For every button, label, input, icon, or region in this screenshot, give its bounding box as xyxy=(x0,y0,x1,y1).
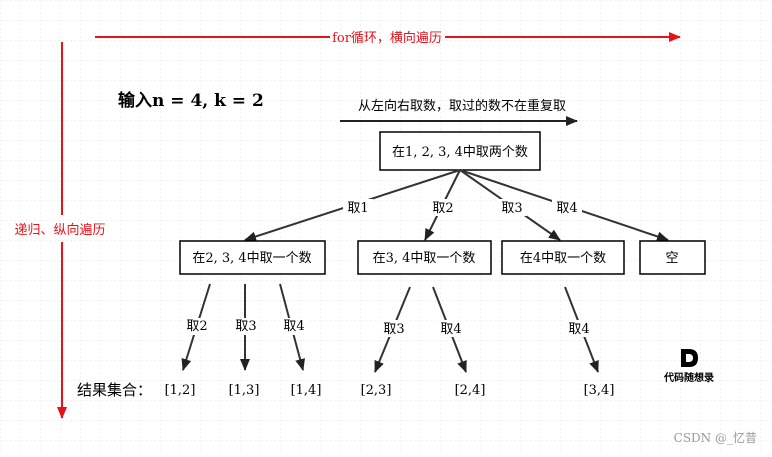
horizontal-traversal-label: for循环，横向遍历 xyxy=(332,30,442,46)
level1-node-4: 空 xyxy=(639,240,706,275)
svg-text:取3: 取3 xyxy=(383,322,404,337)
logo: 代码随想录 xyxy=(663,349,714,384)
level1-node-1-label: 在2, 3, 4中取一个数 xyxy=(192,251,311,266)
svg-text:取4: 取4 xyxy=(568,322,589,337)
svg-text:取2: 取2 xyxy=(432,201,453,216)
edge-label-3: 取3 xyxy=(497,199,527,216)
svg-text:取2: 取2 xyxy=(186,319,207,334)
edge-l2-label-4: 取3 xyxy=(380,320,408,337)
svg-text:取1: 取1 xyxy=(347,201,368,216)
level1-node-1: 在2, 3, 4中取一个数 xyxy=(179,240,326,275)
edge-l2-label-3: 取4 xyxy=(280,318,308,335)
result-4: [2,3] xyxy=(361,383,392,398)
edge-l2-label-1: 取2 xyxy=(183,318,211,335)
result-3: [1,4] xyxy=(291,383,322,398)
result-5: [2,4] xyxy=(455,383,486,398)
svg-text:取4: 取4 xyxy=(440,322,461,337)
edge-label-1: 取1 xyxy=(343,199,373,216)
result-label: 结果集合： xyxy=(77,381,152,399)
edge-l2-label-5: 取4 xyxy=(437,320,465,337)
result-6: [3,4] xyxy=(584,383,615,398)
edge-l2-label-6: 取4 xyxy=(565,320,593,337)
level1-node-4-label: 空 xyxy=(665,251,678,266)
logo-text: 代码随想录 xyxy=(663,371,714,384)
level1-node-3: 在4中取一个数 xyxy=(501,240,625,275)
root-node: 在1, 2, 3, 4中取两个数 xyxy=(379,131,541,171)
direction-label: 从左向右取数，取过的数不在重复取 xyxy=(358,98,566,114)
level1-node-2-label: 在3, 4中取一个数 xyxy=(373,251,476,266)
result-2: [1,3] xyxy=(229,383,260,398)
input-label: 输入n = 4, k = 2 xyxy=(118,90,264,111)
result-1: [1,2] xyxy=(165,383,196,398)
svg-text:取3: 取3 xyxy=(235,319,256,334)
watermark: CSDN @_忆昔 xyxy=(674,431,757,445)
vertical-traversal-label: 递归、纵向遍历 xyxy=(14,222,105,238)
logo-d-icon xyxy=(681,349,698,367)
level1-node-3-label: 在4中取一个数 xyxy=(520,251,606,266)
svg-text:取4: 取4 xyxy=(283,319,304,334)
edge-label-2: 取2 xyxy=(428,199,458,216)
root-node-label: 在1, 2, 3, 4中取两个数 xyxy=(392,145,528,160)
level1-node-2: 在3, 4中取一个数 xyxy=(357,240,492,275)
edge-l2-label-2: 取3 xyxy=(232,318,260,335)
edge-label-4: 取4 xyxy=(552,199,582,216)
svg-text:取4: 取4 xyxy=(556,201,577,216)
svg-text:取3: 取3 xyxy=(501,201,522,216)
